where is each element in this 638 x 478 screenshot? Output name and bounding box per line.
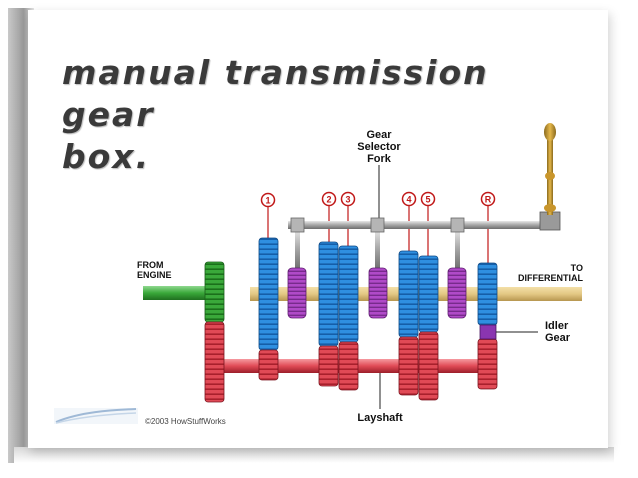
layshaft-label: Layshaft (357, 373, 403, 424)
svg-text:3: 3 (345, 195, 350, 205)
layshaft-gear-3 (338, 341, 359, 391)
input-gear (204, 261, 225, 323)
gear-1-main (258, 237, 279, 351)
gear-r-main (477, 262, 498, 326)
collar-1-2 (287, 267, 307, 319)
svg-text:Gear: Gear (366, 129, 392, 141)
layshaft-gear-2 (318, 345, 339, 387)
layshaft-gear-1 (258, 349, 279, 381)
idler-gear (479, 324, 497, 340)
svg-text:2: 2 (326, 195, 331, 205)
input-shaft (143, 286, 223, 300)
from-engine-label: FROM ENGINE (137, 260, 172, 280)
svg-text:R: R (485, 195, 492, 205)
svg-text:4: 4 (406, 195, 411, 205)
svg-text:Selector: Selector (357, 141, 401, 153)
to-differential-label: TO DIFFERENTIAL (518, 263, 583, 283)
gear-3-main (338, 245, 359, 343)
svg-text:TO: TO (571, 263, 583, 273)
svg-text:Idler: Idler (545, 320, 569, 332)
idler-gear-label: Idler Gear (496, 320, 571, 344)
svg-text:Fork: Fork (367, 153, 392, 165)
howstuffworks-logo (54, 408, 138, 424)
layshaft-gear-4 (398, 336, 419, 396)
collar-5-r (447, 267, 467, 319)
collar-3-4 (368, 267, 388, 319)
svg-text:Layshaft: Layshaft (357, 412, 403, 424)
shift-lever (539, 123, 561, 231)
title-line-1: manual transmission gear (62, 53, 489, 134)
gear-number-1: 1 (260, 192, 276, 238)
svg-text:DIFFERENTIAL: DIFFERENTIAL (518, 273, 583, 283)
svg-text:5: 5 (425, 195, 430, 205)
gear-selector-fork-label: Gear Selector Fork (357, 129, 401, 222)
layshaft-gear-r (477, 338, 498, 390)
gear-number-5: 5 (420, 191, 436, 256)
svg-text:1: 1 (265, 196, 270, 206)
gear-number-2: 2 (321, 191, 337, 242)
gear-number-3: 3 (340, 191, 356, 246)
slide-title: manual transmission gear box. (62, 52, 582, 178)
slide-shadow-bottom (14, 447, 614, 463)
svg-text:Gear: Gear (545, 332, 571, 344)
layshaft-drive-gear (204, 321, 225, 403)
selector-rod (288, 221, 546, 229)
svg-text:FROM: FROM (137, 260, 164, 270)
gear-4-main (398, 250, 419, 338)
title-line-2: box. (62, 137, 151, 176)
gear-number-r: R (480, 191, 496, 263)
gear-5-main (418, 255, 439, 333)
svg-text:ENGINE: ENGINE (137, 270, 172, 280)
copyright-text: ©2003 HowStuffWorks (145, 417, 226, 426)
gear-2-main (318, 241, 339, 347)
selector-fork-stems (290, 217, 465, 269)
layshaft-gear-5 (418, 331, 439, 401)
